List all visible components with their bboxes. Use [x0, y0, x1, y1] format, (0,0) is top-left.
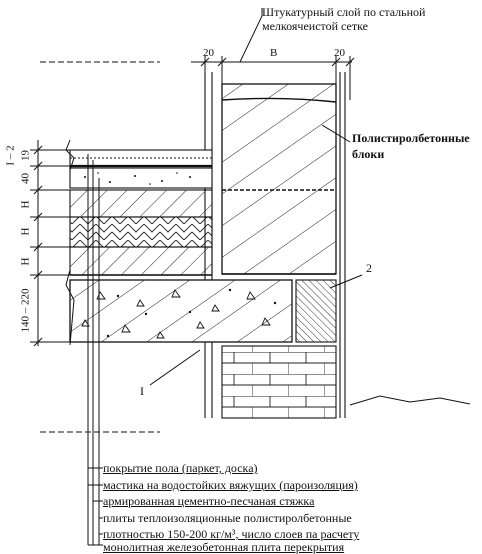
lower-brick-wall [221, 345, 337, 419]
legend-floor-covering: покрытие пола (паркет, доска) [103, 461, 258, 475]
edge-insulation-insert [295, 279, 337, 343]
top-dim-20-right: 20 [334, 47, 345, 59]
callout-1: I [140, 384, 144, 398]
top-dim-20-left: 20 [203, 47, 214, 59]
left-dimension-line [30, 140, 70, 347]
ground-edge [349, 395, 471, 406]
legend-density: плотностью 150-200 кг/м³, число слоев па… [103, 527, 360, 541]
legend-insulation-plates: плиты теплоизоляционные полистиролбетонн… [103, 511, 352, 525]
top-dimension-line [191, 56, 355, 100]
concrete-slab [69, 279, 293, 343]
left-dim-h2: H [19, 227, 32, 236]
left-dim-140-220: 140 – 220 [19, 288, 32, 333]
legend-leader-lines [87, 154, 103, 546]
legend-slab: монолитная железобетонная плита перекрыт… [103, 540, 345, 554]
legend-screed: армированная цементно-песчаная стяжка [103, 494, 315, 508]
wall-plaster-lines [204, 72, 346, 418]
floor-layers [69, 149, 213, 276]
break-lines [40, 61, 160, 433]
legend-mastic: мастика на водостойких вяжущих (пароизол… [103, 478, 358, 492]
left-dim-h3: H [19, 257, 32, 266]
top-dim-b: B [270, 47, 278, 59]
callout-2: 2 [366, 261, 372, 275]
plaster-annotation-line1: Штукатурный слой по стальной [262, 5, 426, 19]
wall-polystyrene-blocks [221, 83, 337, 275]
annotation-leaders [149, 8, 363, 386]
left-dim-19: 19 [19, 150, 32, 161]
plaster-annotation-line2: мелкоячеистой сетке [262, 19, 368, 33]
blocks-annotation-line2: блоки [352, 147, 385, 161]
left-dim-40: 40 [19, 173, 32, 184]
blocks-annotation-line1: Полистиролбетонные [352, 131, 470, 145]
left-dim-i2: I – 2 [4, 145, 17, 166]
left-dim-h1: H [19, 200, 32, 209]
